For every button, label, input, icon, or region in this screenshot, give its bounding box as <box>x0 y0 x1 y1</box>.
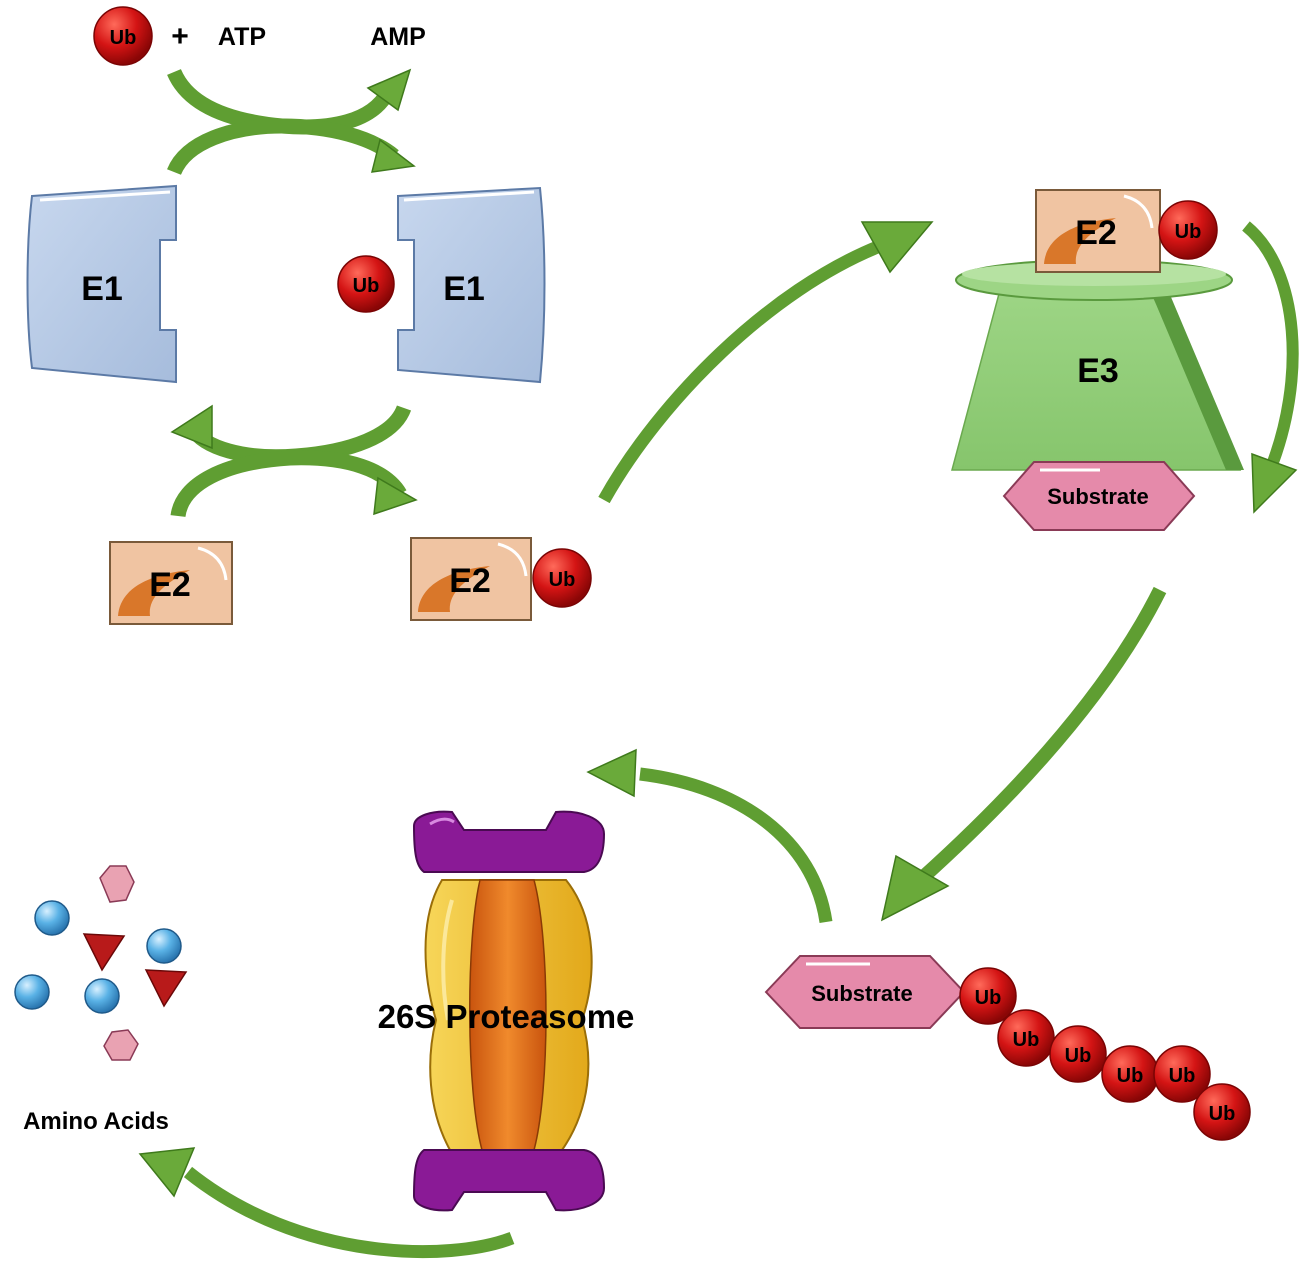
ubiquitin-chain: Ub Ub Ub Ub Ub Ub <box>959 967 1251 1141</box>
ubiquitin-molecule: Ub <box>1193 1083 1251 1141</box>
arrow-to-polyubiquitin <box>880 586 1167 922</box>
substrate-bound: Substrate <box>1002 461 1196 531</box>
amino-acid-sphere <box>34 900 70 936</box>
amino-acids-label: Amino Acids <box>23 1108 169 1135</box>
ubiquitin-molecule: Ub <box>532 548 592 608</box>
substrate-tagged: Substrate <box>764 955 966 1029</box>
arrow-to-proteasome <box>586 748 833 923</box>
ub-label: Ub <box>1013 1029 1040 1051</box>
ub-label: Ub <box>1209 1103 1236 1125</box>
amino-acid-triangle <box>144 969 188 1008</box>
arrowhead-e1-charge <box>371 138 416 173</box>
proteasome-label: 26S Proteasome <box>378 998 635 1035</box>
ubiquitin-molecule: Ub <box>93 6 153 66</box>
arrow-ub-transfer <box>1242 221 1299 514</box>
arrow-to-amino-acids <box>138 1147 515 1258</box>
ub-label: Ub <box>549 569 576 591</box>
atp-label: ATP <box>218 23 266 51</box>
amino-acid-sphere <box>84 978 120 1014</box>
ub-label: Ub <box>1175 221 1202 243</box>
e2-enzyme-bound: E2 <box>1035 189 1161 273</box>
arrowhead-amp <box>366 68 412 112</box>
ub-label: Ub <box>1065 1045 1092 1067</box>
e2-label-free: E2 <box>149 566 191 604</box>
arrowhead-e2-charge <box>373 476 418 516</box>
ub-label: Ub <box>975 987 1002 1009</box>
e2-label-bound: E2 <box>1075 214 1117 252</box>
amino-acid-hexagon <box>103 1029 139 1061</box>
ubiquitin-molecule: Ub <box>1101 1045 1159 1103</box>
arrow-to-e3 <box>598 221 934 504</box>
plus-sign: + <box>171 20 189 53</box>
proteasome-cap-bottom <box>412 1149 606 1212</box>
proteasome-cap-top <box>412 810 606 873</box>
amino-acid-sphere <box>14 974 50 1010</box>
amino-acids-cluster: Amino Acids <box>14 865 188 1135</box>
ubiquitin-molecule: Ub <box>1158 200 1218 260</box>
e1-label-left: E1 <box>81 270 123 308</box>
e1-enzyme-charged: Ub E1 <box>337 186 546 384</box>
e2-enzyme-charged: E2 Ub <box>410 537 592 621</box>
proteasome-26s: 26S Proteasome <box>378 810 635 1212</box>
amino-acid-triangle <box>82 933 126 972</box>
e2-enzyme-free: E2 <box>109 541 233 625</box>
substrate-label: Substrate <box>1047 484 1148 509</box>
ubiquitin-molecule: Ub <box>1153 1045 1211 1103</box>
e3-ligase: E3 <box>951 289 1244 471</box>
e3-complex: E3 E2 Ub Substrate <box>951 189 1244 531</box>
e2-label-charged: E2 <box>449 562 491 600</box>
e1-label-right: E1 <box>443 270 485 308</box>
amp-label: AMP <box>370 23 426 51</box>
substrate-label: Substrate <box>811 981 912 1006</box>
ubiquitin-molecule: Ub <box>959 967 1017 1025</box>
arrowhead-e1-release <box>170 404 213 450</box>
ub-label: Ub <box>110 27 137 49</box>
ubiquitin-molecule: Ub <box>337 255 395 313</box>
e3-label: E3 <box>1077 352 1119 390</box>
e1-enzyme-free: E1 <box>26 184 177 384</box>
proteasome-core <box>424 879 593 1151</box>
activation-step: Ub + ATP AMP <box>93 6 426 176</box>
ub-label: Ub <box>353 275 380 297</box>
ubiquitin-molecule: Ub <box>1049 1025 1107 1083</box>
activation-cross-arrows <box>167 68 399 176</box>
ub-label: Ub <box>1169 1065 1196 1087</box>
amino-acid-hexagon <box>99 865 135 903</box>
ubiquitin-molecule: Ub <box>997 1009 1055 1067</box>
amino-acid-sphere <box>146 928 182 964</box>
ub-label: Ub <box>1117 1065 1144 1087</box>
polyubiquitinated-substrate: Substrate Ub Ub Ub Ub Ub <box>764 955 1251 1141</box>
